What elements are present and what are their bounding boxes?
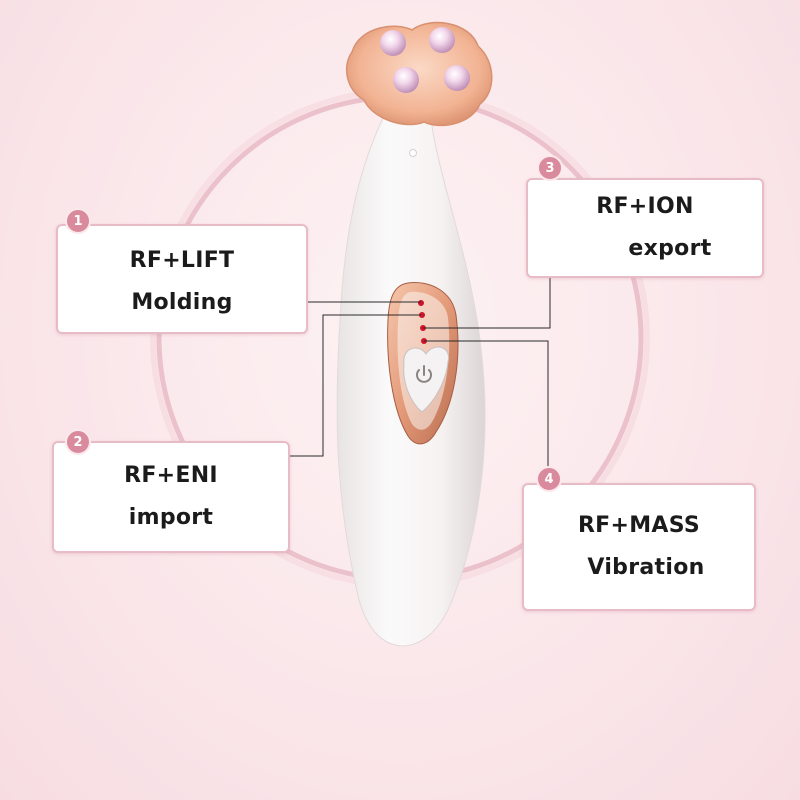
mode-indicator-1 bbox=[418, 300, 424, 306]
callout-3-number-badge: 3 bbox=[537, 155, 563, 181]
callout-1-number-badge: 1 bbox=[65, 208, 91, 234]
feature-callout-rf-ion: RF+ION export bbox=[526, 178, 764, 278]
feature-callout-rf-mass: RF+MASS Vibration bbox=[522, 483, 756, 611]
leader-line-2 bbox=[290, 314, 421, 457]
status-dot bbox=[409, 149, 417, 157]
roller-ball bbox=[393, 67, 419, 93]
callout-1-subtitle: Molding bbox=[131, 290, 233, 315]
roller-ball bbox=[444, 65, 470, 91]
callout-2-number-badge: 2 bbox=[65, 429, 91, 455]
mode-indicator-2 bbox=[419, 312, 425, 318]
power-icon bbox=[416, 365, 432, 383]
leader-line-3 bbox=[423, 278, 551, 329]
feature-callout-rf-lift: RF+LIFT Molding bbox=[56, 224, 308, 334]
callout-3-subtitle: export bbox=[628, 236, 712, 261]
callout-4-subtitle: Vibration bbox=[587, 555, 705, 580]
power-button[interactable] bbox=[403, 346, 450, 413]
feature-callout-rf-eni: RF+ENI import bbox=[52, 441, 290, 553]
leader-line-4 bbox=[424, 340, 549, 483]
callout-3-title: RF+ION bbox=[596, 194, 694, 219]
roller-ball bbox=[380, 30, 406, 56]
callout-4-number-badge: 4 bbox=[536, 466, 562, 492]
callout-1-title: RF+LIFT bbox=[129, 248, 235, 273]
callout-4-title: RF+MASS bbox=[577, 513, 701, 538]
massage-head bbox=[345, 21, 493, 127]
callout-2-title: RF+ENI bbox=[124, 463, 218, 488]
callout-2-subtitle: import bbox=[128, 505, 214, 530]
roller-ball bbox=[429, 27, 455, 53]
